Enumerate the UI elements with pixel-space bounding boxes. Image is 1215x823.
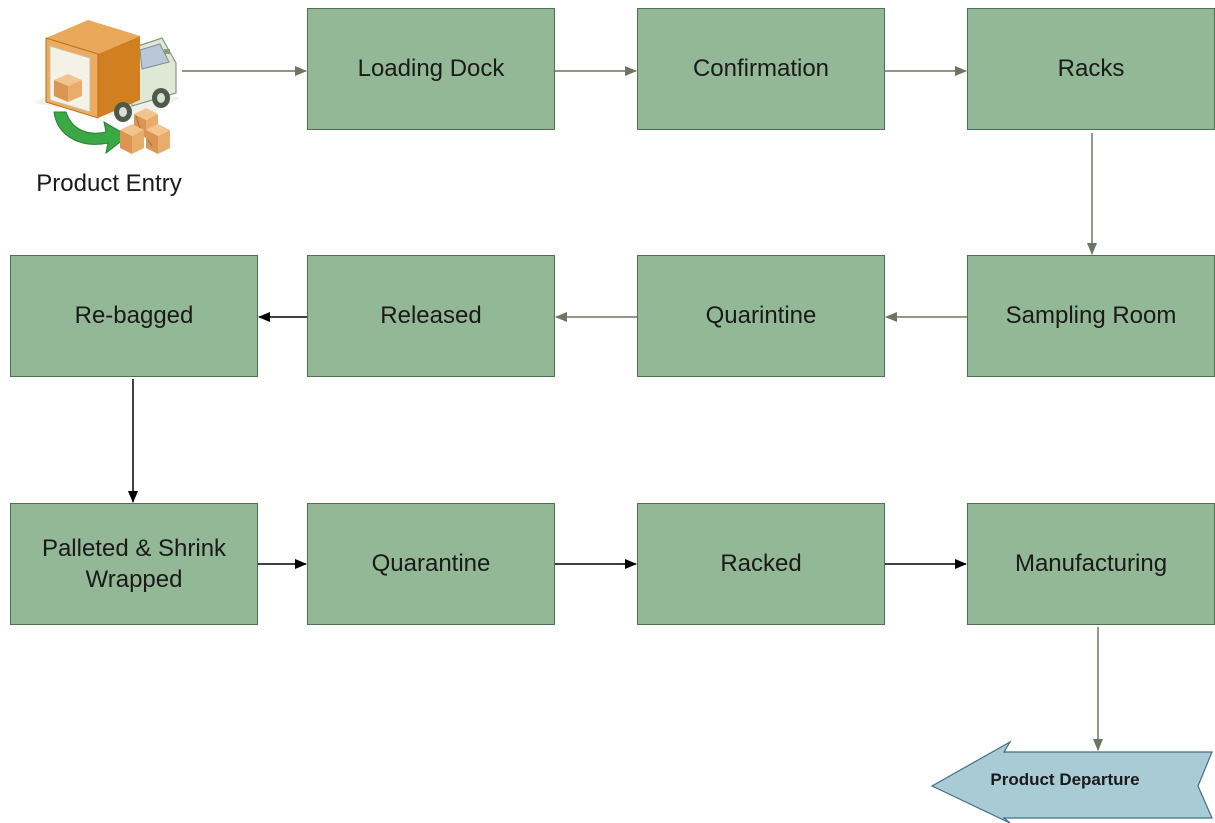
delivery-truck-icon [34, 20, 180, 155]
process-box-confirmation: Confirmation [637, 8, 885, 130]
process-box-re-bagged: Re-bagged [10, 255, 258, 377]
process-box-racked: Racked [637, 503, 885, 625]
process-box-quarintine: Quarintine [637, 255, 885, 377]
product-departure-label: Product Departure [990, 770, 1140, 789]
process-box-palleted-shrink-wrapped: Palleted & Shrink Wrapped [10, 503, 258, 625]
process-box-released: Released [307, 255, 555, 377]
process-box-quarantine: Quarantine [307, 503, 555, 625]
process-box-manufacturing: Manufacturing [967, 503, 1215, 625]
process-box-loading-dock: Loading Dock [307, 8, 555, 130]
product-entry-label: Product Entry [36, 170, 182, 197]
product-departure-arrow-shape [930, 740, 1213, 823]
boxes-stack [120, 108, 170, 154]
process-box-racks: Racks [967, 8, 1215, 130]
process-box-sampling-room: Sampling Room [967, 255, 1215, 377]
